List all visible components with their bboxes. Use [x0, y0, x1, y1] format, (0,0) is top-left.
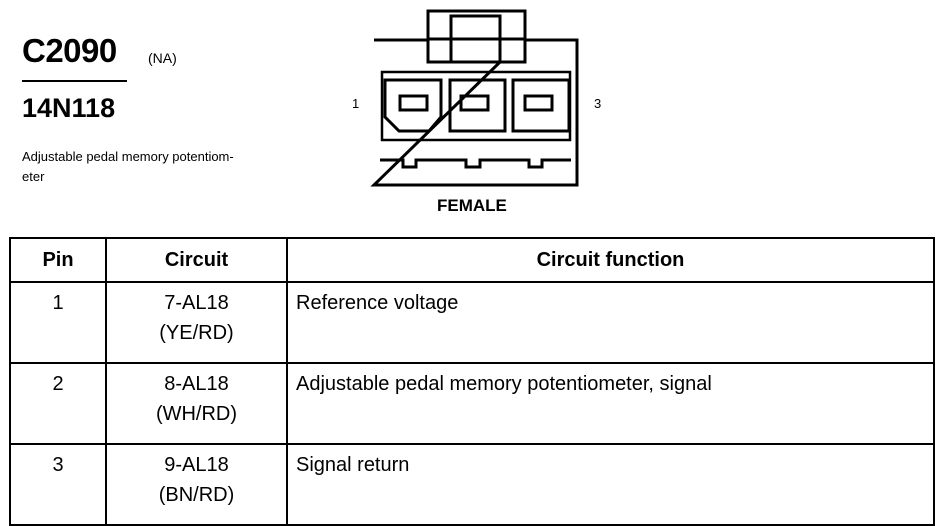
description-line-2: eter	[22, 169, 45, 184]
pin-cavity-1	[383, 78, 443, 133]
pin-cavity-2	[448, 78, 507, 133]
title-rule	[22, 80, 127, 82]
column-header-pin: Pin	[9, 237, 107, 283]
table-header-row: Pin Circuit Circuit function	[9, 237, 935, 283]
wire-color: (BN/RD)	[158, 484, 235, 506]
connector-bottom-rail	[380, 158, 571, 169]
table-row: 2 8-AL18 (WH/RD) Adjustable pedal memory…	[9, 362, 935, 445]
circuit-number: 8-AL18	[164, 373, 229, 395]
pin-slot-2	[459, 94, 490, 112]
wire-color: (WH/RD)	[155, 403, 238, 425]
pin-number-left: 1	[352, 96, 360, 111]
connector-gender: FEMALE	[437, 196, 507, 215]
connector-cavity-frame	[380, 70, 572, 142]
region-code: (NA)	[148, 50, 177, 66]
connector-latch-inner	[449, 14, 502, 64]
column-header-circuit: Circuit	[105, 237, 288, 283]
wire-color: (YE/RD)	[159, 322, 234, 344]
connector-id: C2090	[22, 32, 117, 69]
circuit-number: 7-AL18	[164, 292, 229, 314]
part-number: 14N118	[22, 93, 116, 123]
circuit-function-cell: Signal return	[286, 443, 935, 526]
circuit-function-cell: Reference voltage	[286, 281, 935, 364]
column-header-circuit-function: Circuit function	[286, 237, 935, 283]
connector-latch	[426, 9, 527, 41]
circuit-number: 9-AL18	[164, 454, 229, 476]
circuit-cell: 8-AL18 (WH/RD)	[105, 362, 288, 445]
table-row: 1 7-AL18 (YE/RD) Reference voltage	[9, 281, 935, 364]
pin-cell: 2	[9, 362, 107, 445]
pin-cell: 1	[9, 281, 107, 364]
circuit-cell: 9-AL18 (BN/RD)	[105, 443, 288, 526]
pin-cell: 3	[9, 443, 107, 526]
circuit-cell: 7-AL18 (YE/RD)	[105, 281, 288, 364]
pin-slot-3	[523, 94, 554, 112]
pin-number-right: 3	[594, 96, 602, 111]
connector-description: Adjustable pedal memory potentiom- eter	[22, 147, 322, 187]
circuit-function-cell: Adjustable pedal memory potentiometer, s…	[286, 362, 935, 445]
connector-face-diagram	[370, 9, 579, 187]
pin-cavity-3	[511, 78, 571, 133]
description-line-1: Adjustable pedal memory potentiom-	[22, 149, 234, 164]
pin-slot-1	[398, 94, 429, 112]
pinout-table: Pin Circuit Circuit function 1 7-AL18 (Y…	[9, 237, 935, 526]
table-row: 3 9-AL18 (BN/RD) Signal return	[9, 443, 935, 526]
